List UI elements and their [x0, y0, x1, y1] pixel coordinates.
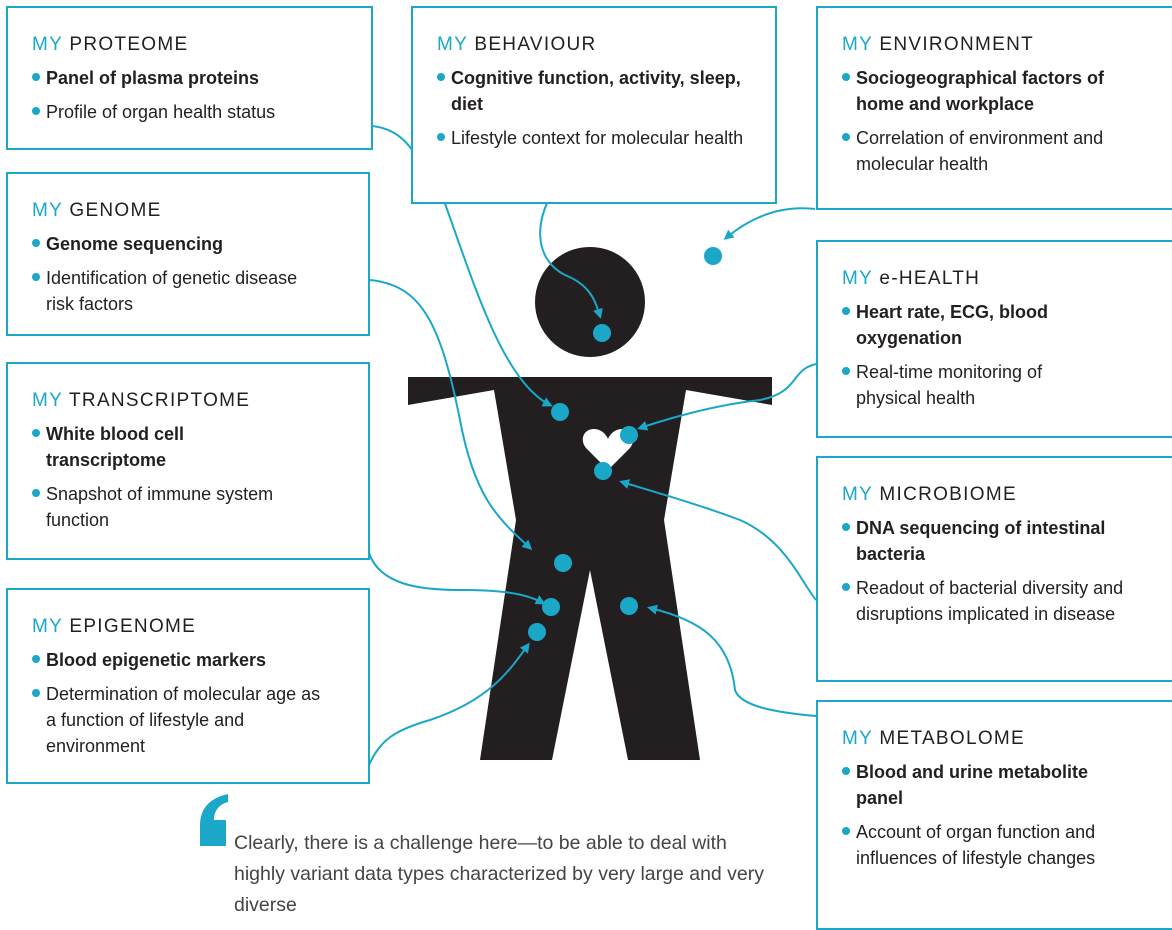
human-silhouette — [408, 247, 772, 760]
box-title: MY e-HEALTH — [842, 268, 981, 289]
list-item: DNA sequencing of intestinal bacteria — [842, 515, 1152, 567]
list-item: Real-time monitoring of physical health — [842, 359, 1102, 411]
heart-icon — [582, 429, 634, 470]
genome-box: MY GENOME Genome sequencing Identificati… — [6, 172, 370, 336]
behaviour-box: MY BEHAVIOUR Cognitive function, activit… — [411, 6, 777, 204]
metabolome-box: MY METABOLOME Blood and urine metabolite… — [816, 700, 1172, 930]
connector-microbiome — [619, 479, 817, 601]
connector-epigenome — [368, 642, 530, 766]
list-item: Blood epigenetic markers — [32, 647, 332, 673]
proteome-box: MY PROTEOME Panel of plasma proteins Pro… — [6, 6, 373, 150]
list-item: Determination of molecular age as a func… — [32, 681, 332, 759]
quote-text: Clearly, there is a challenge here—to be… — [234, 832, 765, 916]
connector-environment — [723, 207, 816, 240]
dot-transcriptome — [542, 598, 560, 616]
list-item: Genome sequencing — [32, 231, 302, 257]
microbiome-box: MY MICROBIOME DNA sequencing of intestin… — [816, 456, 1172, 682]
list-item: Readout of bacterial diversity and disru… — [842, 575, 1152, 627]
list-item: Correlation of environment and molecular… — [842, 125, 1142, 177]
box-title: MY PROTEOME — [32, 34, 189, 55]
transcriptome-box: MY TRANSCRIPTOME White blood cell transc… — [6, 362, 370, 560]
environment-box: MY ENVIRONMENT Sociogeographical factors… — [816, 6, 1172, 210]
box-title: MY ENVIRONMENT — [842, 34, 1035, 55]
connector-behaviour — [539, 177, 603, 319]
list-item: Sociogeographical factors of home and wo… — [842, 65, 1142, 117]
box-title: MY GENOME — [32, 200, 162, 221]
list-item: Account of organ function and influences… — [842, 819, 1122, 871]
list-item: Blood and urine metabolite panel — [842, 759, 1122, 811]
box-title: MY MICROBIOME — [842, 484, 1017, 505]
list-item: Lifestyle context for molecular health — [437, 125, 751, 151]
list-item: Profile of organ health status — [32, 99, 347, 125]
connector-metabolome — [647, 604, 817, 717]
box-title: MY BEHAVIOUR — [437, 34, 597, 55]
list-item: Panel of plasma proteins — [32, 65, 347, 91]
dot-ehealth — [620, 426, 638, 444]
dot-epigenome — [528, 623, 546, 641]
list-item: Cognitive function, activity, sleep, die… — [437, 65, 751, 117]
quote-icon — [200, 794, 228, 846]
epigenome-box: MY EPIGENOME Blood epigenetic markers De… — [6, 588, 370, 784]
connector-transcriptome — [368, 552, 546, 605]
dot-environment — [704, 247, 722, 265]
list-item: Heart rate, ECG, blood oxygenation — [842, 299, 1102, 351]
connector-genome — [369, 279, 533, 551]
box-title: MY TRANSCRIPTOME — [32, 390, 251, 411]
connector-ehealth — [637, 363, 817, 431]
dot-behaviour — [593, 324, 611, 342]
list-item: White blood cell transcriptome — [32, 421, 286, 473]
ehealth-box: MY e-HEALTH Heart rate, ECG, blood oxyge… — [816, 240, 1172, 438]
connector-proteome — [371, 125, 553, 407]
dot-proteome — [551, 403, 569, 421]
list-item: Identification of genetic disease risk f… — [32, 265, 302, 317]
list-item: Snapshot of immune system function — [32, 481, 332, 533]
dot-genome — [554, 554, 572, 572]
box-title: MY METABOLOME — [842, 728, 1026, 749]
dot-metabolome — [620, 597, 638, 615]
box-title: MY EPIGENOME — [32, 616, 197, 637]
dot-microbiome — [594, 462, 612, 480]
